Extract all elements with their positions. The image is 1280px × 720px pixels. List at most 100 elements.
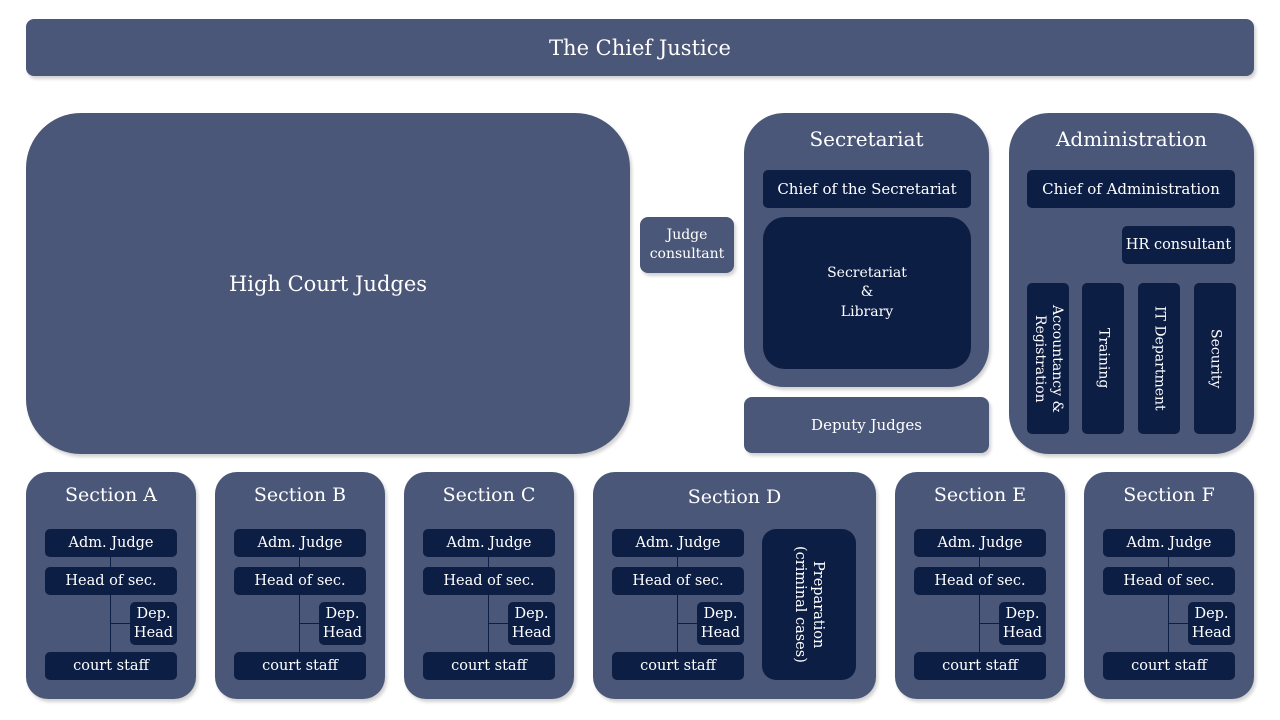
section-title: Section C (442, 484, 536, 506)
security-label: Security (1207, 328, 1224, 389)
dep-line: Dep. (514, 605, 549, 622)
head-of-section-box: Head of sec. (914, 567, 1046, 595)
judge-consultant-line2: consultant (649, 246, 725, 262)
court-staff-box: court staff (914, 652, 1046, 680)
section-title: Section E (933, 484, 1027, 506)
connector-line (488, 557, 489, 652)
section-title: Section A (64, 484, 158, 506)
adm-judge-label: Adm. Judge (1126, 535, 1212, 551)
secretariat-title: Secretariat (809, 127, 924, 151)
court-staff-label: court staff (73, 658, 149, 674)
connector-line (488, 623, 508, 624)
court-staff-box: court staff (1103, 652, 1235, 680)
adm-judge-label: Adm. Judge (937, 535, 1023, 551)
head-of-section-label: Head of sec. (65, 573, 157, 589)
dep-line: Dep. (703, 605, 738, 622)
secretariat-library-line3: Library (840, 303, 894, 320)
hr-consultant-label: HR consultant (1125, 237, 1232, 253)
security-box: Security (1194, 283, 1236, 434)
dep-line: Dep. (1194, 605, 1229, 622)
connector-line (1168, 557, 1169, 652)
head-line: Head (133, 624, 174, 641)
chief-justice-box: The Chief Justice (26, 19, 1254, 76)
court-staff-label: court staff (1131, 658, 1207, 674)
head-of-section-box: Head of sec. (45, 567, 177, 595)
section-title: Section D (687, 486, 782, 508)
deputy-head-box: Dep. Head (697, 602, 744, 645)
head-line: Head (700, 624, 741, 641)
secretariat-library-line1: Secretariat (827, 264, 907, 281)
administration-group: Administration Chief of Administration H… (1009, 113, 1254, 454)
high-court-judges-box: High Court Judges (26, 113, 630, 454)
deputy-head-box: Dep. Head (999, 602, 1046, 645)
head-of-section-box: Head of sec. (234, 567, 366, 595)
court-staff-box: court staff (612, 652, 744, 680)
head-of-section-label: Head of sec. (1123, 573, 1215, 589)
head-of-section-label: Head of sec. (934, 573, 1026, 589)
it-department-label: IT Department (1151, 306, 1168, 411)
accountancy-line: Accountancy & (1049, 304, 1065, 413)
training-box: Training (1082, 283, 1124, 434)
court-staff-box: court staff (234, 652, 366, 680)
hr-consultant-box: HR consultant (1122, 226, 1235, 264)
head-of-section-box: Head of sec. (1103, 567, 1235, 595)
adm-judge-label: Adm. Judge (68, 535, 154, 551)
secretariat-group: Secretariat Chief of the Secretariat Sec… (744, 113, 989, 387)
head-line: Head (1002, 624, 1043, 641)
head-of-section-label: Head of sec. (632, 573, 724, 589)
adm-judge-box: Adm. Judge (423, 529, 555, 557)
connector-line (979, 557, 980, 652)
chief-justice-label: The Chief Justice (549, 35, 731, 60)
adm-judge-box: Adm. Judge (1103, 529, 1235, 557)
head-line: Head (322, 624, 363, 641)
adm-judge-box: Adm. Judge (45, 529, 177, 557)
chief-of-administration-label: Chief of Administration (1042, 180, 1220, 198)
adm-judge-label: Adm. Judge (257, 535, 343, 551)
court-staff-label: court staff (451, 658, 527, 674)
dep-line: Dep. (136, 605, 171, 622)
head-line: Head (1191, 624, 1232, 641)
administration-title: Administration (1055, 127, 1208, 151)
deputy-head-box: Dep. Head (130, 602, 177, 645)
section-title: Section B (253, 484, 347, 506)
court-staff-label: court staff (262, 658, 338, 674)
it-department-box: IT Department (1138, 283, 1180, 434)
court-staff-label: court staff (640, 658, 716, 674)
preparation-label: Preparation (criminal cases) (791, 546, 827, 663)
section-b: Section B Adm. Judge Head of sec. Dep. He… (215, 472, 385, 699)
adm-judge-label: Adm. Judge (635, 535, 721, 551)
court-staff-box: court staff (45, 652, 177, 680)
head-of-section-box: Head of sec. (612, 567, 744, 595)
connector-line (110, 623, 130, 624)
adm-judge-box: Adm. Judge (234, 529, 366, 557)
connector-line (299, 623, 319, 624)
connector-line (299, 557, 300, 652)
section-c: Section C Adm. Judge Head of sec. Dep. He… (404, 472, 574, 699)
chief-of-administration-box: Chief of Administration (1027, 170, 1235, 208)
court-staff-label: court staff (942, 658, 1018, 674)
high-court-judges-label: High Court Judges (228, 271, 428, 296)
preparation-line: Preparation (810, 560, 826, 649)
dep-line: Dep. (1005, 605, 1040, 622)
deputy-head-box: Dep. Head (319, 602, 366, 645)
criminal-cases-line: (criminal cases) (792, 546, 808, 663)
deputy-head-box: Dep. Head (508, 602, 555, 645)
accountancy-registration-box: Accountancy & Registration (1027, 283, 1069, 434)
deputy-judges-box: Deputy Judges (744, 397, 989, 453)
adm-judge-label: Adm. Judge (446, 535, 532, 551)
registration-line: Registration (1032, 314, 1048, 403)
connector-line (1168, 623, 1188, 624)
judge-consultant-line1: Judge (666, 227, 708, 243)
training-label: Training (1095, 328, 1112, 389)
secretariat-library-line2: & (860, 284, 874, 301)
connector-line (677, 623, 697, 624)
chief-of-secretariat-box: Chief of the Secretariat (763, 170, 971, 208)
head-of-section-box: Head of sec. (423, 567, 555, 595)
connector-line (110, 557, 111, 652)
dep-line: Dep. (325, 605, 360, 622)
head-line: Head (511, 624, 552, 641)
section-d: Section D Adm. Judge Head of sec. Dep. He… (593, 472, 876, 699)
connector-line (677, 557, 678, 652)
secretariat-library-box: Secretariat & Library (763, 217, 971, 369)
head-of-section-label: Head of sec. (443, 573, 535, 589)
